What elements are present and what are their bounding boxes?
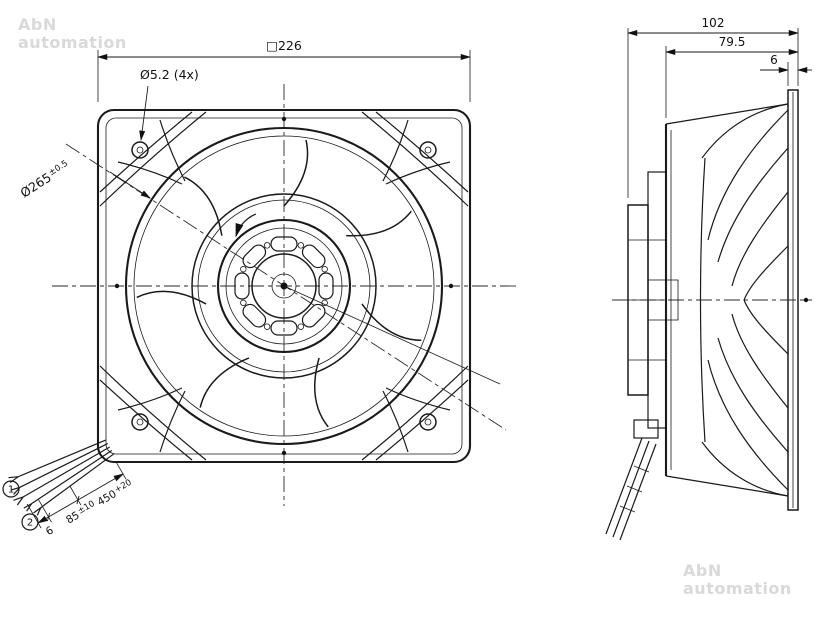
side-view: 102 79.5 6 — [605, 16, 812, 541]
wire-id-2: 2 — [21, 513, 39, 531]
watermark-line2: automation — [18, 33, 127, 52]
dim-square-label: □226 — [266, 38, 302, 53]
watermark-bottom-right: AbN automation — [683, 561, 792, 598]
dim-strip-length-label: 6 — [44, 524, 56, 538]
watermark-line1: AbN — [683, 561, 722, 580]
centerlines — [52, 84, 516, 506]
dim-total-depth-label: 102 — [702, 16, 725, 30]
side-impeller-blades — [707, 109, 789, 491]
front-view: □226 Ø5.2 (4x) Ø265±0.5 — [2, 38, 516, 538]
dimension-total-depth: 102 — [626, 16, 800, 198]
grille-struts — [99, 111, 469, 461]
watermark-top-left: AbN automation — [18, 15, 127, 52]
dim-cable-length-label: 450+20 — [95, 478, 135, 509]
dim-split-length-label: 85±10 — [64, 499, 98, 526]
dimension-square-width: □226 — [96, 38, 472, 102]
mounting-flange — [787, 89, 799, 511]
dim-flange-thickness-label: 6 — [770, 53, 778, 67]
dimension-housing-depth: 79.5 — [664, 35, 800, 118]
side-cable — [605, 419, 659, 541]
dimension-flange-thickness: 6 — [760, 53, 812, 86]
watermark-line1: AbN — [18, 15, 57, 34]
dim-housing-depth-label: 79.5 — [719, 35, 746, 49]
fan-housing-outline — [96, 108, 472, 464]
inlet-ring — [124, 126, 444, 446]
dim-diameter-label: Ø265±0.5 — [17, 158, 72, 201]
wire-id-1: 1 — [2, 480, 20, 498]
lead-wires: 6 85±10 450+20 — [8, 439, 135, 538]
rotation-arrow-icon — [235, 213, 257, 238]
wire-id-2-label: 2 — [27, 518, 33, 529]
mounting-holes — [131, 141, 437, 431]
side-motor — [627, 171, 679, 429]
wire-id-1-label: 1 — [8, 485, 14, 496]
watermark-line2: automation — [683, 579, 792, 598]
rotor-hub — [216, 218, 352, 354]
dimension-mounting-holes: Ø5.2 (4x) — [139, 67, 199, 142]
impeller-blades — [136, 139, 422, 428]
dim-holes-label: Ø5.2 (4x) — [140, 67, 199, 82]
